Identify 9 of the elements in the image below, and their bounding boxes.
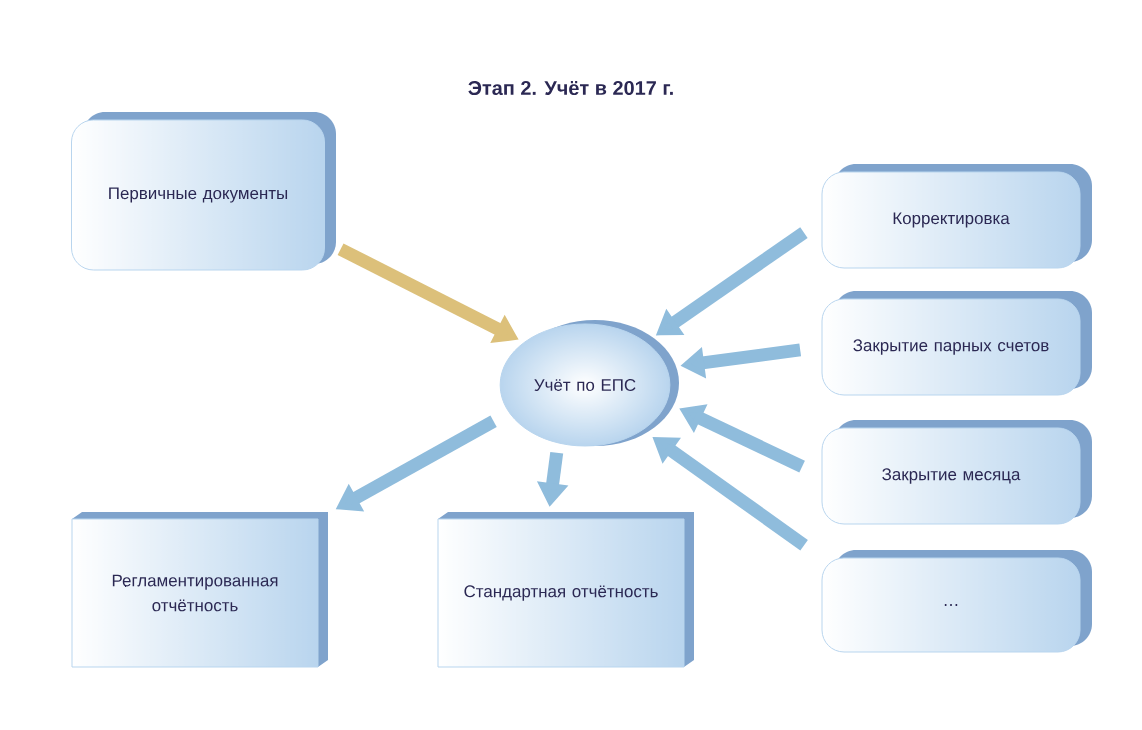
rounded-box: Закрытие парных счетов <box>821 291 1092 396</box>
title: Этап 2. Учёт в 2017 г. <box>468 80 673 96</box>
rounded-box: Закрытие месяца <box>821 420 1092 525</box>
ellipse-node: Учёт по ЕПС <box>499 320 679 447</box>
block-box: Регламентированная отчётность <box>71 512 328 668</box>
rounded-box: Первичные документы <box>71 112 336 271</box>
rounded-box: Корректировка <box>821 164 1092 269</box>
rounded-box: … <box>821 550 1092 653</box>
block-box: Стандартная отчётность <box>437 512 694 668</box>
